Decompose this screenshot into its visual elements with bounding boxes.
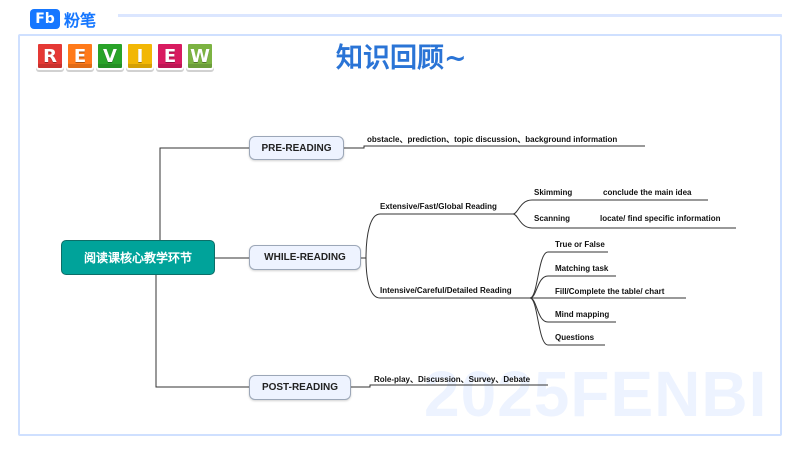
slide-frame (18, 34, 782, 436)
header-rule (118, 14, 782, 17)
intensive-item: Questions (555, 333, 595, 342)
review-letter-e: E (66, 42, 94, 70)
post-reading-detail: Role-play、Discussion、Survey、Debate (374, 375, 531, 384)
watermark: 2025FENBI (424, 358, 768, 430)
pre-reading-node: PRE-READING (249, 136, 344, 160)
connector-skimming (512, 199, 708, 215)
post-reading-node: POST-READING (249, 375, 351, 400)
connector-post-detail (351, 384, 548, 388)
connector-intensive (365, 257, 530, 299)
review-banner: R E V I E W (36, 42, 214, 70)
extensive-reading-label: Extensive/Fast/Global Reading (380, 202, 497, 211)
intensive-item: Fill/Complete the table/ chart (555, 287, 665, 296)
review-letter-e2: E (156, 42, 184, 70)
review-letter-i: I (126, 42, 154, 70)
connector-pre-detail (344, 145, 645, 149)
logo-mark: Fb (30, 9, 60, 29)
fenbi-logo: Fb 粉笔 (30, 7, 96, 31)
connector-pre (159, 147, 249, 240)
page-title: 知识回顾~ (336, 43, 467, 74)
intensive-reading-label: Intensive/Careful/Detailed Reading (380, 286, 512, 295)
scanning-desc: locate/ find specific information (600, 214, 721, 223)
intensive-item: Mind mapping (555, 310, 610, 319)
connector-matching (529, 275, 616, 299)
connector-questions (529, 297, 605, 346)
connector-extensive (365, 213, 513, 259)
review-letter-r: R (36, 42, 64, 70)
logo-text: 粉笔 (64, 11, 97, 30)
review-letter-w: W (186, 42, 214, 70)
pre-reading-detail: obstacle、prediction、topic discussion、bac… (367, 135, 618, 144)
skimming-desc: conclude the main idea (603, 188, 692, 197)
review-letter-v: V (96, 42, 124, 70)
intensive-item: True or False (555, 240, 605, 249)
skimming-label: Skimming (534, 188, 573, 197)
connector-post (155, 275, 249, 388)
connector-scanning (512, 213, 736, 229)
scanning-label: Scanning (534, 214, 571, 223)
root-node: 阅读课核心教学环节 (61, 240, 215, 275)
while-reading-node: WHILE-READING (249, 245, 361, 270)
intensive-item: Matching task (555, 264, 609, 273)
